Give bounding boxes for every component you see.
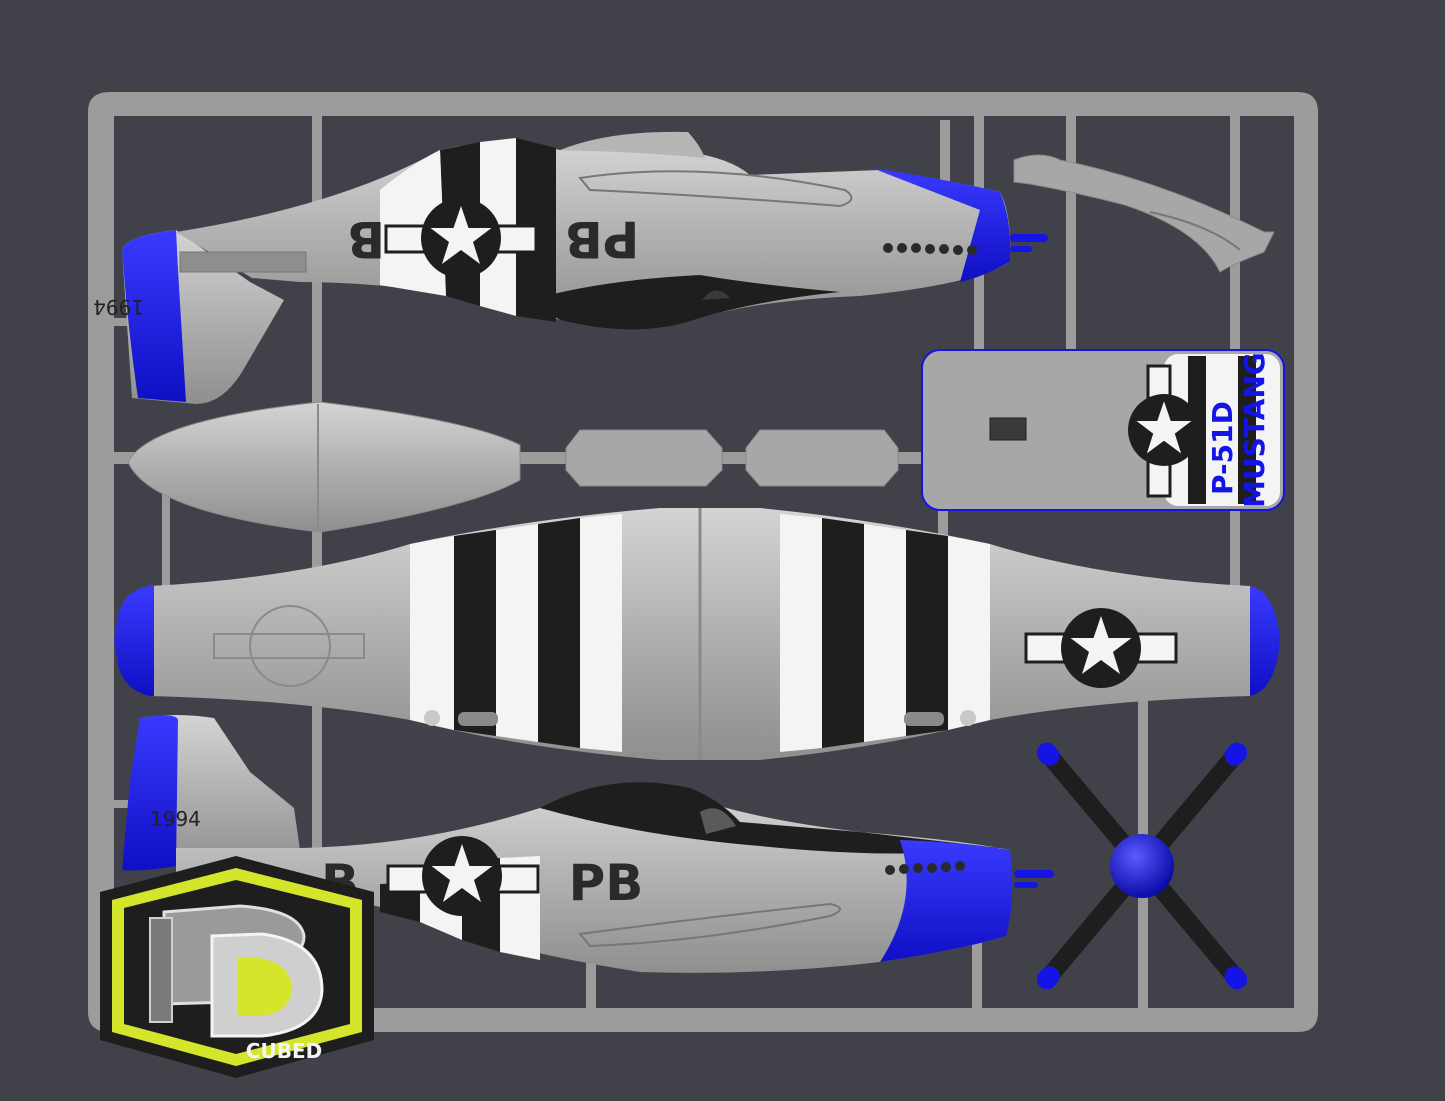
stand-model-label: P-51D <box>1206 401 1239 495</box>
main-wing-part <box>114 508 1280 760</box>
logo-label: CUBED <box>246 1039 322 1063</box>
small-part-left <box>565 429 723 487</box>
upper-code-right: PB <box>565 210 640 268</box>
horizontal-stabilizer-part <box>127 401 521 533</box>
lower-fin-blue-accent <box>122 715 178 871</box>
upper-code-left: B <box>347 210 385 268</box>
wing-tip-left <box>114 586 154 696</box>
lower-code-right: PB <box>569 854 644 912</box>
wing-tip-right <box>1250 586 1280 696</box>
us-star-insignia-icon <box>421 198 501 278</box>
fuselage-upper-part: 1994 B PB <box>93 131 1048 404</box>
stand-base-part: P-51D MUSTANG <box>921 349 1285 511</box>
fuselage-lower-part: 1994 B PB <box>122 715 1054 973</box>
upper-nose-blue <box>872 168 1011 282</box>
curved-brace-part <box>1013 154 1275 273</box>
lower-tail-number: 1994 <box>150 807 201 831</box>
small-part-right <box>745 429 899 487</box>
3d-cubed-logo-icon: CUBED <box>100 856 374 1078</box>
fin-blue-accent <box>122 230 186 402</box>
stand-name-label: MUSTANG <box>1238 352 1271 508</box>
propeller-icon <box>1036 742 1248 990</box>
upper-tail-number: 1994 <box>93 295 144 319</box>
lower-nose-blue <box>880 840 1013 962</box>
